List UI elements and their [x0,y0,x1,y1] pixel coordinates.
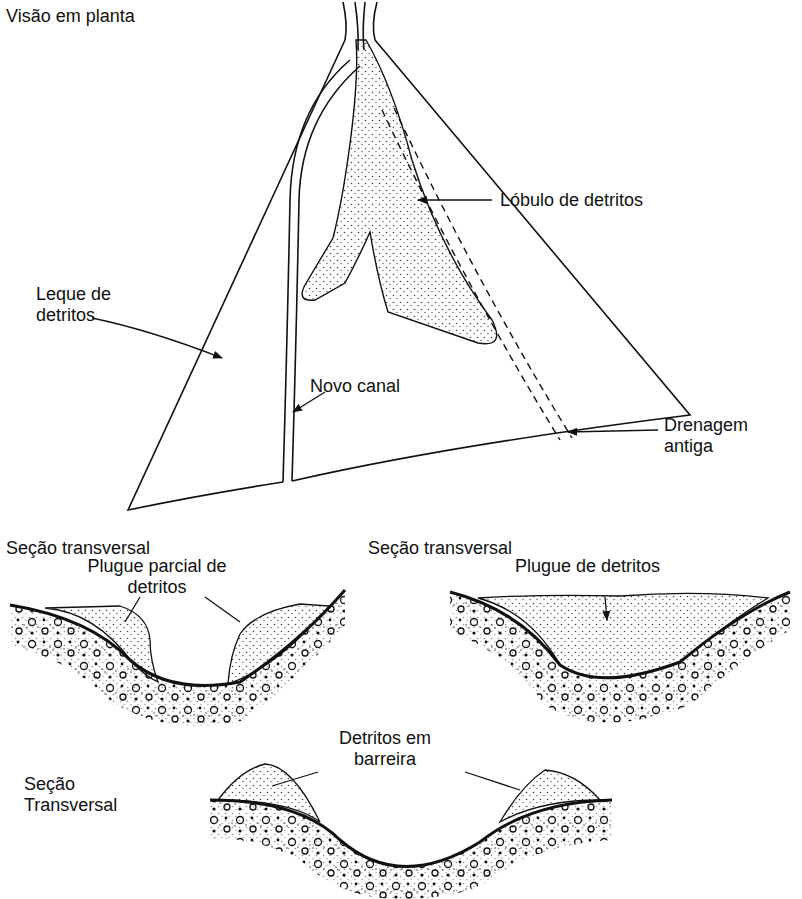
section-title: Seção transversal [368,538,588,559]
view-title: Visão em planta [6,6,226,27]
fan-label: Leque de detritos [36,284,141,326]
channel-label: Novo canal [310,376,450,397]
lobe-label: Lóbulo de detritos [500,190,700,211]
plug-label: Plugue parcial de detritos [72,556,242,598]
plug-label: Plugue de detritos [515,556,715,577]
section-title: Seção transversal [6,538,226,559]
barrier-label: Detritos em barreira [320,728,450,770]
section-title: Seção Transversal [24,774,134,816]
drainage-label: Drenagem antiga [664,415,774,457]
